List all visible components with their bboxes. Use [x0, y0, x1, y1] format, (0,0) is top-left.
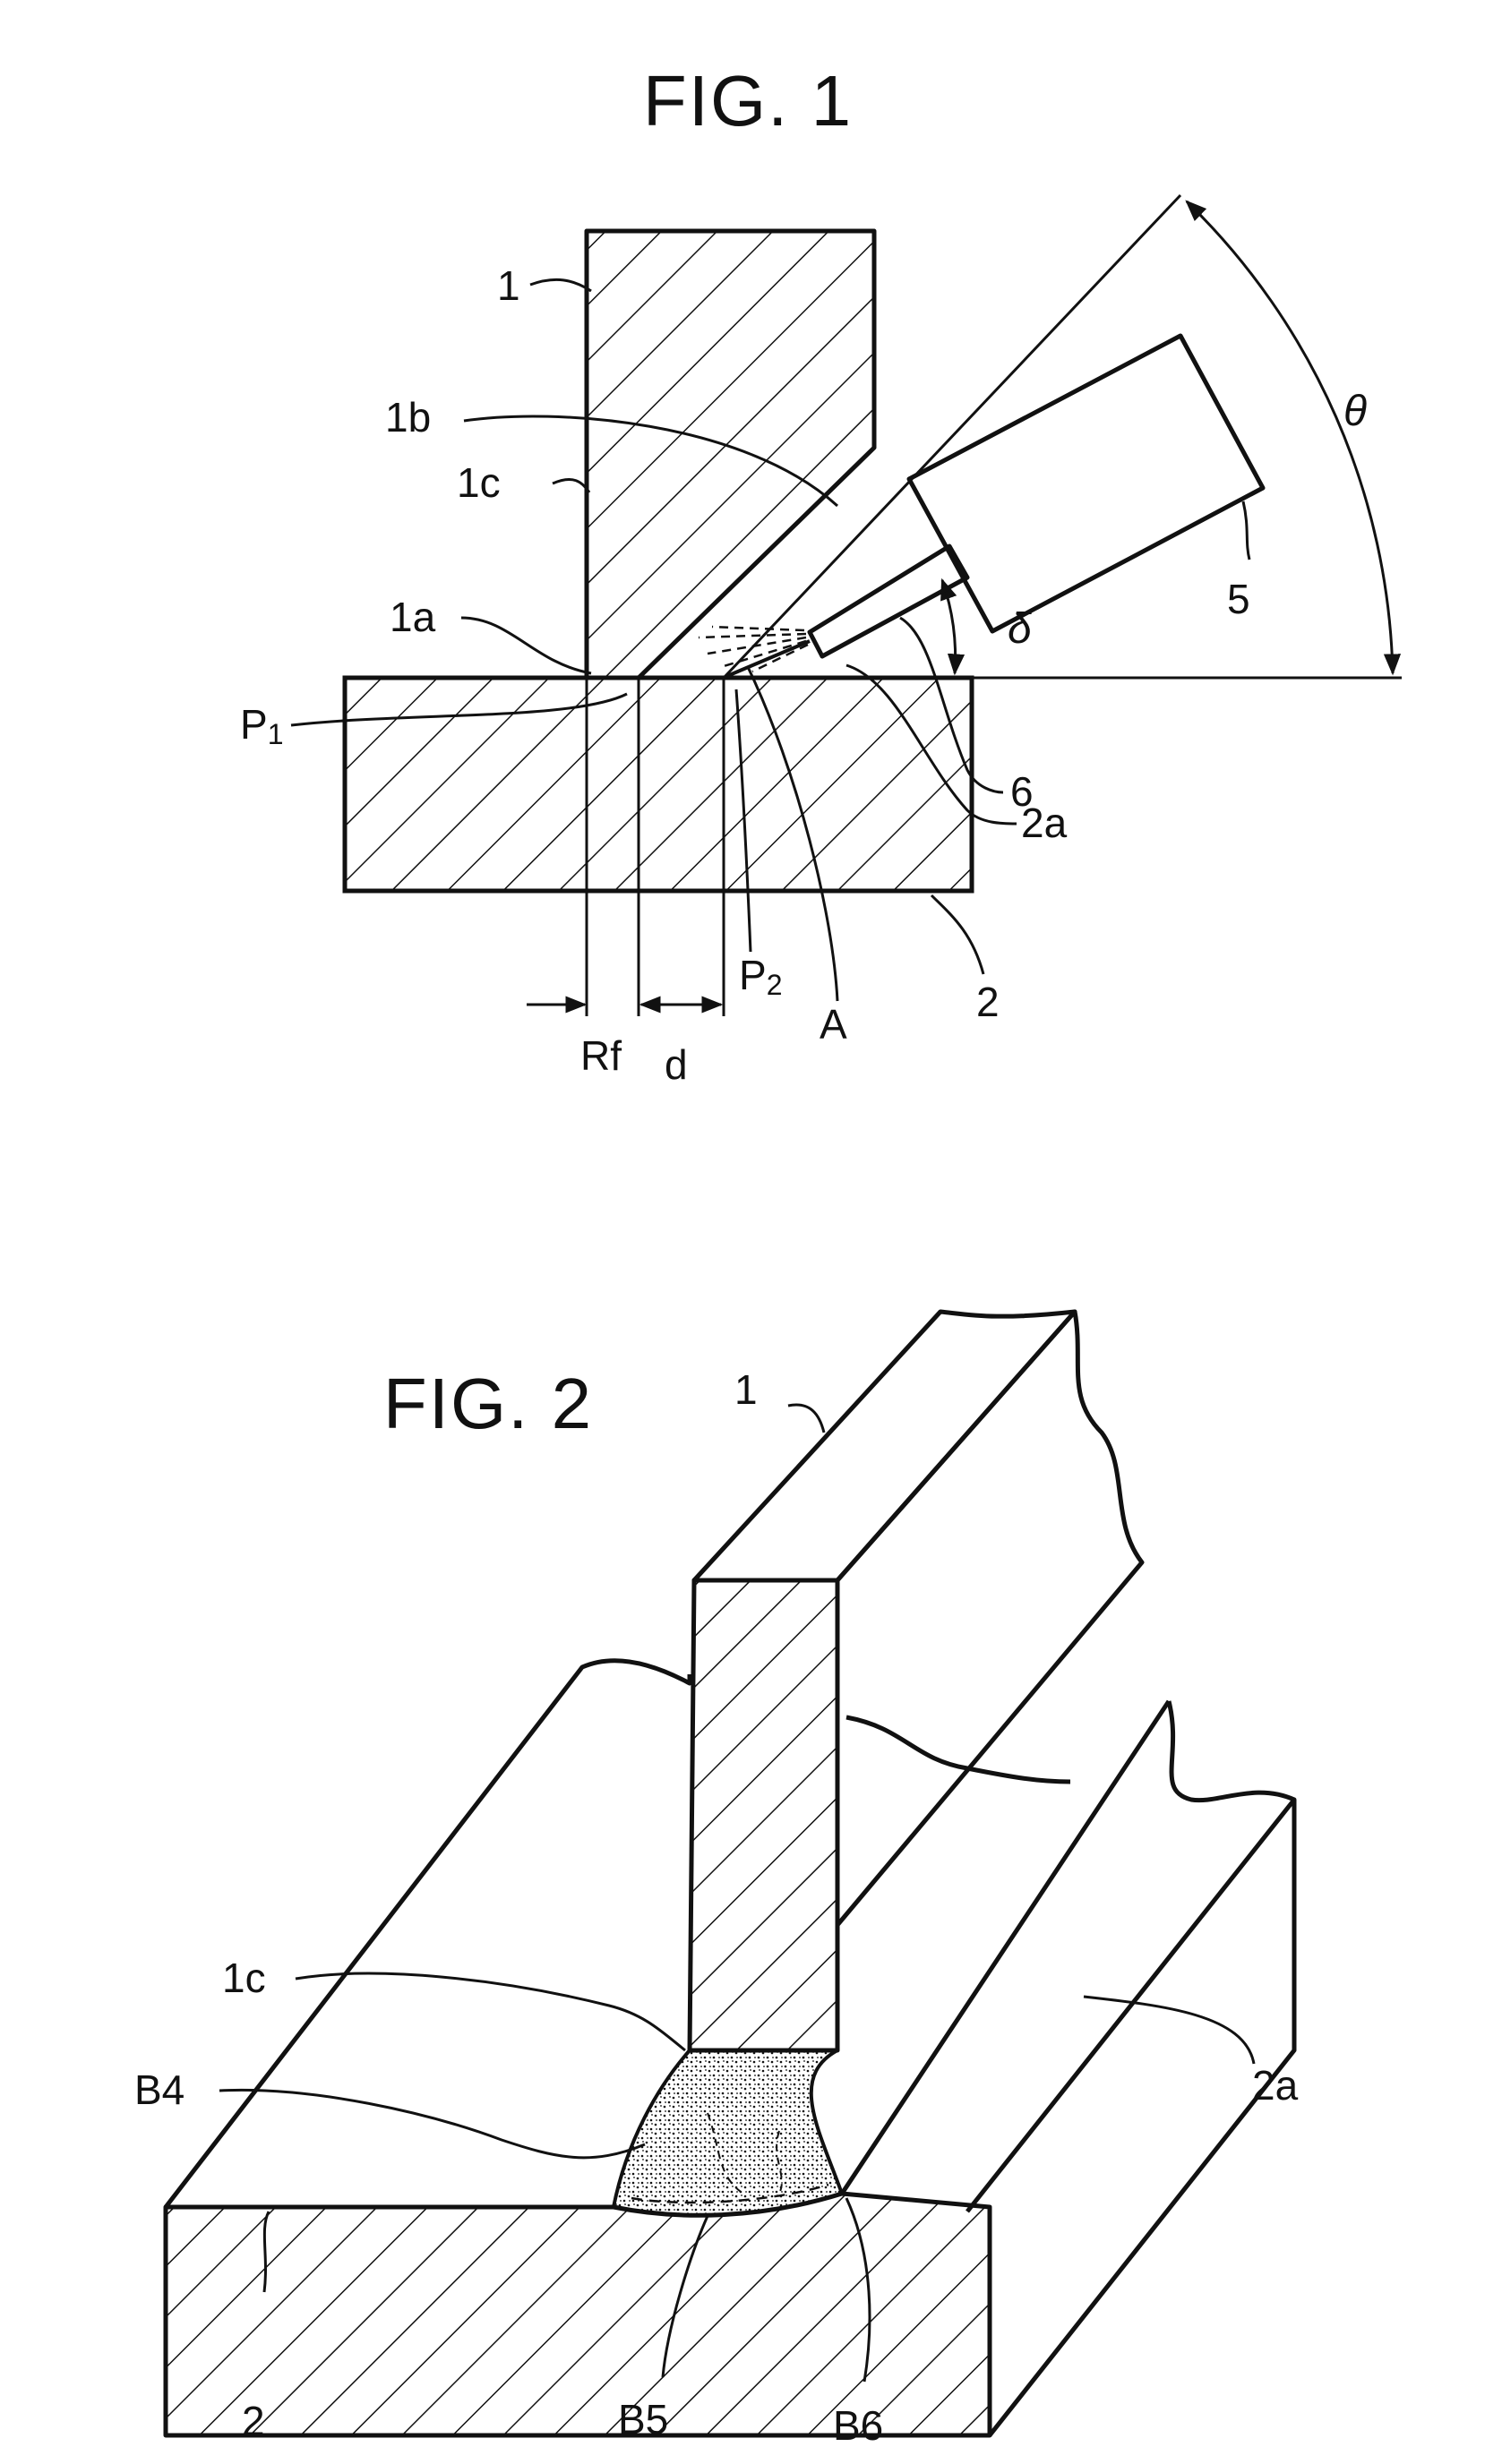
- label-fig2-surface-1c: 1c: [222, 1955, 266, 2001]
- leader-fig2-surface-1c: [296, 1973, 685, 2050]
- leader-member-1: [530, 279, 591, 291]
- member-1-top-face: [694, 1312, 1075, 1580]
- wire-6: [727, 641, 810, 676]
- leader-surface-1c: [553, 479, 589, 492]
- label-point-p2: P2: [739, 952, 782, 1001]
- label-fig2-bead-b4: B4: [134, 2066, 185, 2113]
- plate-2-top-surface: [166, 1661, 690, 2207]
- plate-2-far-edge: [846, 1717, 1070, 1782]
- label-member-1: 1: [497, 262, 520, 309]
- torch-5-body: [909, 336, 1263, 631]
- leader-torch-5: [1243, 501, 1249, 560]
- label-fig2-bead-b5: B5: [618, 2396, 668, 2443]
- member-1-front-section: [690, 1580, 837, 2050]
- groove-surface-2a-top: [1169, 1701, 1294, 1801]
- label-fig2-surface-2a: 2a: [1252, 2062, 1299, 2109]
- label-plate-2: 2: [976, 979, 1000, 1025]
- label-angle-delta: δ: [1008, 605, 1033, 653]
- label-fig2-plate-2: 2: [242, 2398, 265, 2444]
- leader-fig2-member-1: [788, 1405, 824, 1433]
- figure-1-title: FIG. 1: [643, 61, 853, 141]
- label-surface-1c: 1c: [457, 459, 501, 506]
- weld-bead: [614, 2050, 842, 2215]
- leader-fig2-bead-b4: [219, 2090, 645, 2157]
- plate-2-front-section: [166, 2194, 990, 2435]
- leader-surface-1a: [461, 618, 591, 673]
- label-surface-2a: 2a: [1021, 800, 1068, 846]
- label-torch-5: 5: [1227, 576, 1250, 622]
- figure-1: FIG. 1: [240, 61, 1402, 1088]
- label-surface-1a: 1a: [390, 594, 436, 640]
- figure-2: FIG. 2 1 1c B4: [134, 1312, 1299, 2449]
- label-surface-1b: 1b: [385, 394, 431, 441]
- plate-2-section: [345, 678, 972, 891]
- label-fig2-bead-b6: B6: [833, 2402, 883, 2449]
- label-fig2-member-1: 1: [734, 1366, 758, 1413]
- angle-theta-arc: [1187, 201, 1393, 673]
- angle-delta-arc: [942, 580, 956, 673]
- label-angle-theta: θ: [1343, 388, 1367, 435]
- label-offset-d: d: [665, 1041, 688, 1088]
- leader-plate-2: [931, 895, 983, 974]
- member-1-side-face: [837, 1312, 1142, 1925]
- label-arc-a: A: [820, 1001, 847, 1048]
- label-root-face: Rf: [580, 1032, 622, 1079]
- groove-surface-2a-right-edge: [967, 1800, 1294, 2435]
- member-1-section: [587, 231, 874, 678]
- label-point-p1: P1: [240, 701, 283, 750]
- figure-2-title: FIG. 2: [383, 1364, 593, 1443]
